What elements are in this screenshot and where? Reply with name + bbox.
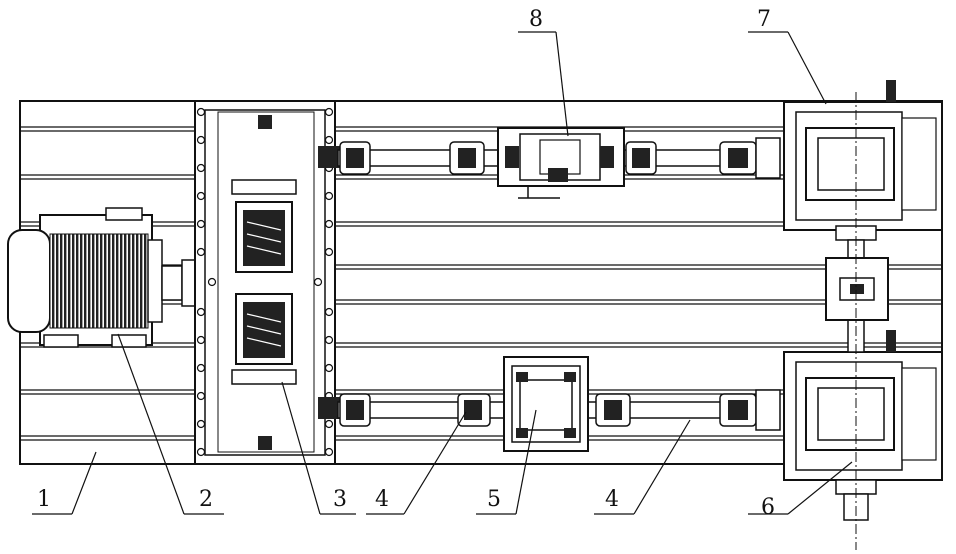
label-5: 5 — [487, 487, 501, 512]
upper-test-gearbox — [784, 80, 942, 240]
bearing-support — [504, 357, 588, 451]
label-4-left: 4 — [375, 487, 389, 512]
splitter-gearbox — [195, 101, 340, 464]
label-7: 7 — [757, 7, 771, 32]
label-2: 2 — [199, 487, 213, 512]
label-8: 8 — [529, 7, 543, 32]
label-4-right: 4 — [605, 487, 619, 512]
label-1: 1 — [37, 487, 51, 512]
label-3: 3 — [333, 487, 347, 512]
label-6: 6 — [761, 495, 775, 520]
lower-test-gearbox — [784, 330, 942, 520]
